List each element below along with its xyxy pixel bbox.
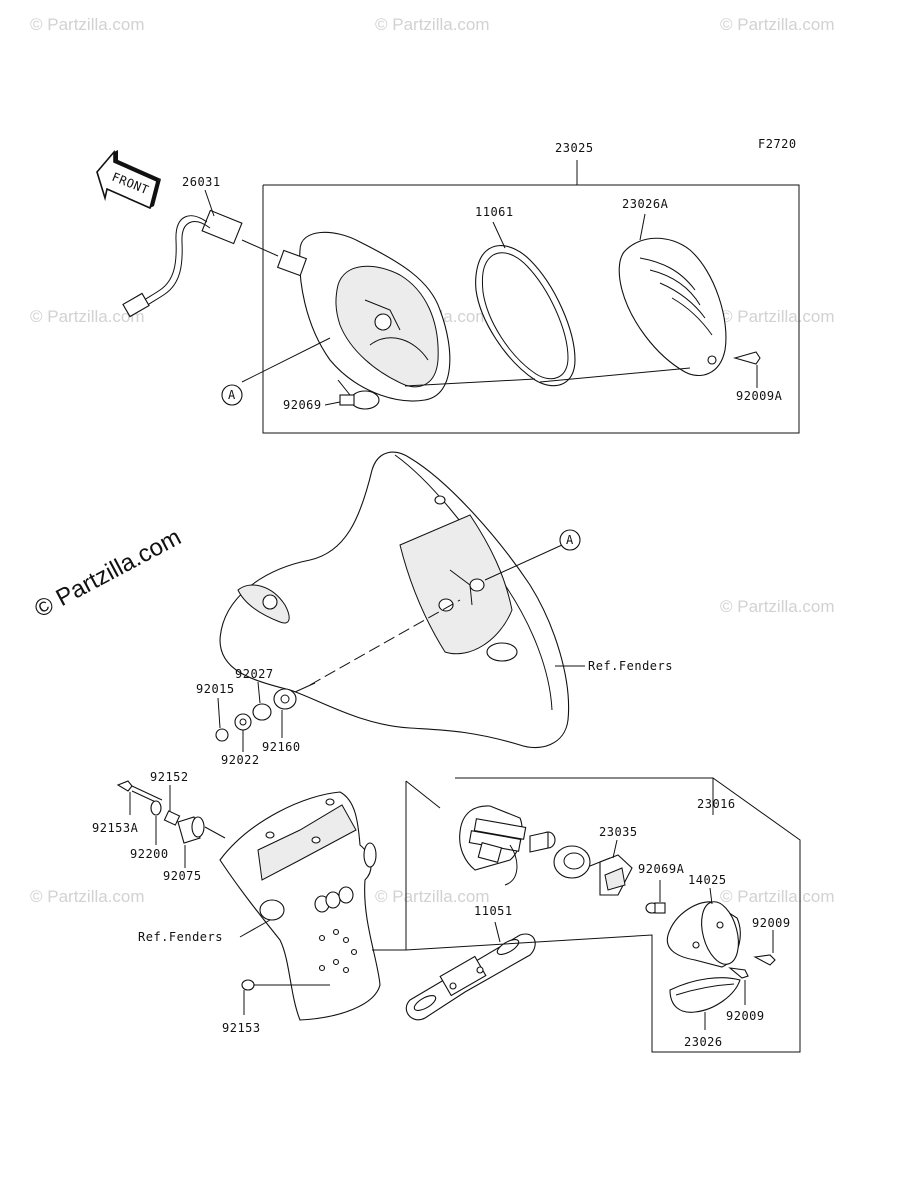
label-23025: 23025 <box>555 141 594 155</box>
label-23035: 23035 <box>599 825 638 839</box>
watermark-text: © Partzilla.com <box>720 307 835 326</box>
watermark-text: © Partzilla.com <box>720 15 835 34</box>
watermark-text: © Partzilla.com <box>30 307 145 326</box>
watermark-text: © Partzilla.com <box>375 15 490 34</box>
label-ref-fenders-2: Ref.Fenders <box>138 930 223 944</box>
figure-code: F2720 <box>758 137 797 151</box>
reference-marker-a <box>221 384 243 406</box>
label-23016: 23016 <box>697 797 736 811</box>
label-23026A: 23026A <box>622 197 669 211</box>
label-92152: 92152 <box>150 770 189 784</box>
front-arrow-icon: FRONT <box>96 149 161 210</box>
label-92069A: 92069A <box>638 862 685 876</box>
lower-fender-group: Ref.Fenders 92153A 92152 92200 92075 921… <box>92 770 536 1035</box>
label-92015: 92015 <box>196 682 235 696</box>
label-92009-2: 92009 <box>726 1009 765 1023</box>
label-92022: 92022 <box>221 753 260 767</box>
fender-hardware-group: 92027 92015 92022 92160 <box>196 667 316 767</box>
watermark-text: © Partzilla.com <box>720 597 835 616</box>
label-92069: 92069 <box>283 398 322 412</box>
label-26031: 26031 <box>182 175 221 189</box>
marker-a-label: A <box>228 388 236 402</box>
label-ref-fenders-1: Ref.Fenders <box>588 659 673 673</box>
label-14025: 14025 <box>688 873 727 887</box>
label-11051: 11051 <box>474 904 513 918</box>
watermark-text: © Partzilla.com <box>30 887 145 906</box>
label-23026: 23026 <box>684 1035 723 1049</box>
label-92153: 92153 <box>222 1021 261 1035</box>
label-92075: 92075 <box>163 869 202 883</box>
watermark-text: © Partzilla.com <box>30 15 145 34</box>
label-11061: 11061 <box>475 205 514 219</box>
marker-a-label: A <box>566 533 574 547</box>
label-92027: 92027 <box>235 667 274 681</box>
label-92200: 92200 <box>130 847 169 861</box>
label-92009-1: 92009 <box>752 916 791 930</box>
label-92160: 92160 <box>262 740 301 754</box>
tail-lamp-group: 23025 26031 11061 23026A 920 <box>122 141 800 434</box>
watermark-text: © Partzilla.com <box>375 887 490 906</box>
watermark-text: © Partzilla.com <box>30 524 185 624</box>
reference-marker-a <box>559 529 581 551</box>
label-92153A: 92153A <box>92 821 139 835</box>
label-92009A: 92009A <box>736 389 783 403</box>
watermark-text: © Partzilla.com <box>720 887 835 906</box>
fender-group: Ref.Fenders A <box>219 451 673 749</box>
license-lamp-group: 23016 23035 92069A 14025 92009 <box>372 777 801 1053</box>
